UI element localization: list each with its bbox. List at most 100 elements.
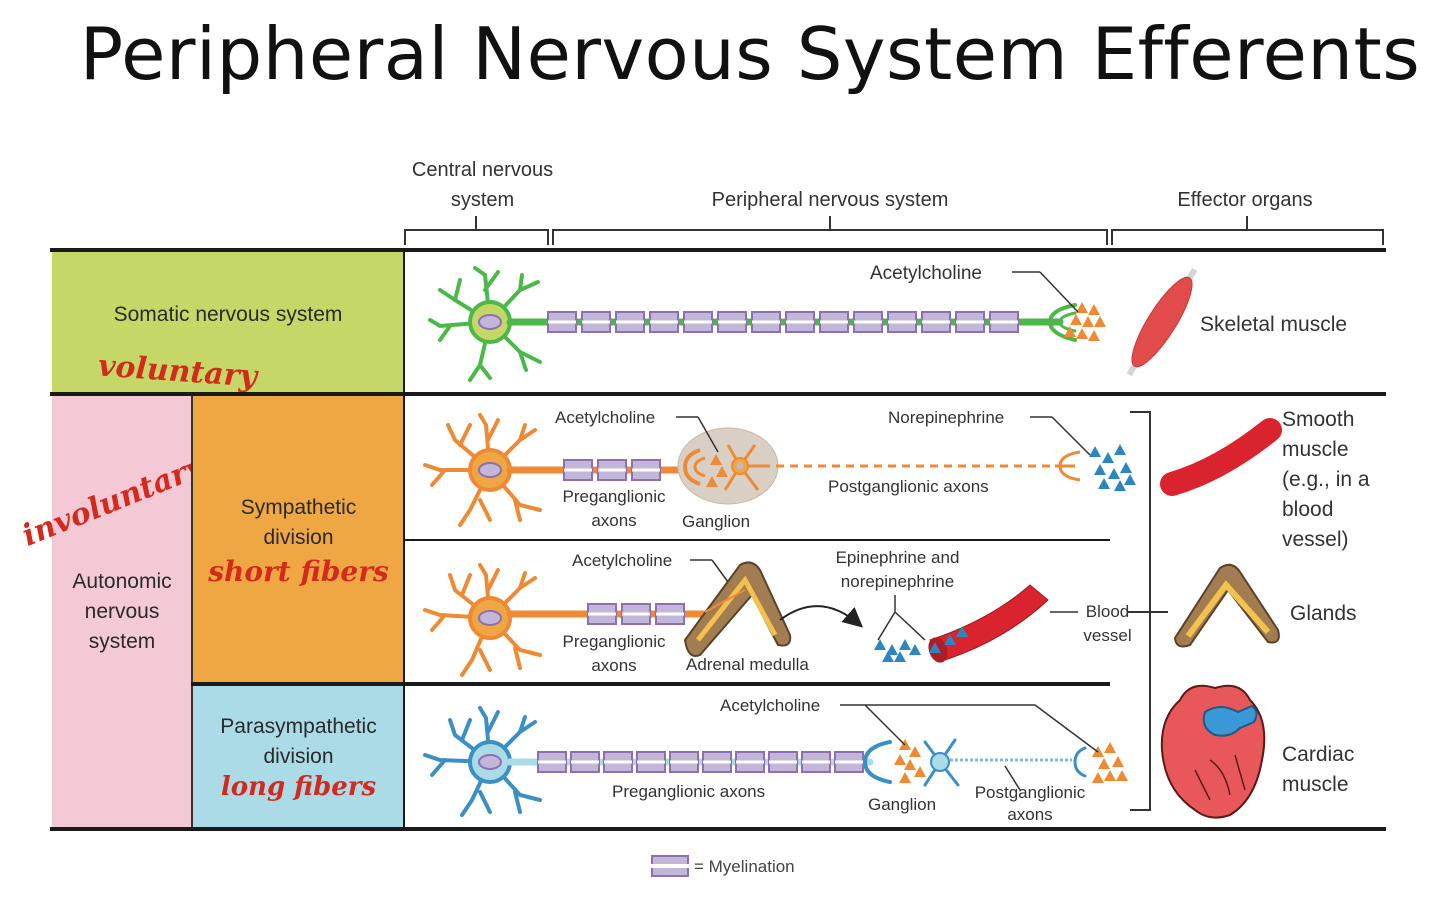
leader-line xyxy=(840,704,1099,753)
sympathetic-axon-terminal xyxy=(1055,450,1081,482)
leader-line xyxy=(877,595,926,641)
neurotransmitter-vesicle xyxy=(1092,772,1104,783)
neurotransmitter-vesicle xyxy=(899,772,911,783)
somatic-myelin-segments xyxy=(547,311,1019,333)
parasympathetic-row-label: Parasympathetic division long fibers xyxy=(191,686,404,828)
neurotransmitter-vesicle xyxy=(1102,452,1114,463)
leader-line xyxy=(1051,416,1091,456)
neurotransmitter-vesicle xyxy=(1082,316,1094,327)
column-header-pns: Peripheral nervous system xyxy=(711,189,949,211)
neurotransmitter-vesicle xyxy=(1094,316,1106,327)
neurotransmitter-vesicle xyxy=(1120,462,1132,473)
myelination-legend-label: = Myelination xyxy=(694,857,795,876)
epinephrine-label: Epinephrine and norepinephrine xyxy=(835,548,960,591)
bracket-pns xyxy=(552,216,1108,245)
sympathetic-preganglionic-label: Preganglionic axons xyxy=(562,487,666,530)
epinephrine-vesicles xyxy=(874,639,921,662)
smooth-muscle-icon xyxy=(1160,418,1282,496)
neurotransmitter-vesicle xyxy=(882,651,894,662)
page-title: Peripheral Nervous System Efferents xyxy=(79,12,1421,96)
grid-lines xyxy=(50,248,1386,831)
sympathetic-ganglion-label: Ganglion xyxy=(682,512,750,531)
sympathetic-myelin-segments xyxy=(563,459,661,481)
neurotransmitter-vesicle xyxy=(894,754,906,765)
neurotransmitter-vesicle xyxy=(1124,474,1136,485)
neurotransmitter-vesicle xyxy=(1088,304,1100,315)
adrenal-myelin-segments xyxy=(587,603,685,625)
parasympathetic-ganglion-label: Ganglion xyxy=(868,795,936,814)
bracket-effectors xyxy=(1111,216,1384,245)
autonomic-label-text: Autonomic nervous system xyxy=(72,570,172,653)
neurotransmitter-vesicle xyxy=(874,639,886,650)
bracket-cns xyxy=(404,216,549,245)
column-brackets xyxy=(404,216,1384,245)
leader-line xyxy=(711,559,729,583)
blood-vessel-icon xyxy=(928,584,1049,663)
hormone-release-arrow xyxy=(779,605,864,628)
note-short-fibers: short fibers xyxy=(208,555,389,588)
sympathetic-label-text: Sympathetic division xyxy=(240,496,357,549)
parasympathetic-postganglionic-label: Postganglionic axons xyxy=(974,783,1086,824)
neurotransmitter-vesicle xyxy=(886,644,898,655)
neurotransmitter-vesicle xyxy=(899,639,911,650)
neurotransmitter-vesicle xyxy=(706,476,718,487)
smooth-muscle-label: Smooth muscle (e.g., in a blood vessel) xyxy=(1282,408,1370,551)
neurotransmitter-vesicle xyxy=(904,759,916,770)
skeletal-muscle-label: Skeletal muscle xyxy=(1200,313,1347,336)
gland-icon xyxy=(1173,563,1280,648)
leader-line xyxy=(697,416,719,453)
sympathetic-ganglion-ach-vesicles xyxy=(706,454,728,487)
parasympathetic-ganglion-ach-vesicles xyxy=(894,739,926,783)
neurotransmitter-vesicle xyxy=(1076,328,1088,339)
cardiac-muscle-label: Cardiac muscle xyxy=(1282,743,1355,796)
neurotransmitter-vesicle xyxy=(1076,302,1088,313)
neurotransmitter-vesicle xyxy=(1070,314,1082,325)
adrenal-medulla-label: Adrenal medulla xyxy=(686,655,809,674)
neurotransmitter-vesicle xyxy=(1112,756,1124,767)
adrenal-preganglionic-label: Preganglionic axons xyxy=(562,632,666,675)
vessel-hormone-vesicles xyxy=(929,626,968,653)
neurotransmitter-vesicle xyxy=(716,466,728,477)
myelination-legend-icon xyxy=(648,855,692,877)
skeletal-muscle-icon xyxy=(1126,267,1198,377)
neurotransmitter-vesicle xyxy=(1104,770,1116,781)
somatic-acetylcholine-vesicles xyxy=(1064,302,1106,341)
neurotransmitter-vesicle xyxy=(1114,480,1126,491)
neurotransmitter-vesicle xyxy=(1064,326,1076,337)
neurotransmitter-vesicle xyxy=(1114,444,1126,455)
leader-line xyxy=(1039,271,1079,313)
neurotransmitter-vesicle xyxy=(1108,468,1120,479)
neurotransmitter-vesicle xyxy=(1088,330,1100,341)
column-header-effectors: Effector organs xyxy=(1177,189,1313,211)
column-header-cns: Central nervous system xyxy=(411,159,554,211)
somatic-ach-label: Acetylcholine xyxy=(870,263,982,284)
parasympathetic-ach-label: Acetylcholine xyxy=(720,696,820,715)
neurotransmitter-vesicle xyxy=(909,644,921,655)
leader-line xyxy=(1004,765,1021,791)
neurotransmitter-vesicle xyxy=(909,746,921,757)
parasympathetic-preganglionic-label: Preganglionic axons xyxy=(612,782,765,801)
neurotransmitter-vesicle xyxy=(1098,758,1110,769)
note-long-fibers: long fibers xyxy=(220,772,377,802)
neurotransmitter-vesicle xyxy=(1094,464,1106,475)
heart-icon xyxy=(1160,684,1266,819)
parasympathetic-myelin-segments xyxy=(537,751,864,773)
neurotransmitter-vesicle xyxy=(1104,742,1116,753)
neurotransmitter-vesicle xyxy=(956,626,968,637)
neurotransmitter-vesicle xyxy=(914,766,926,777)
neurotransmitter-vesicle xyxy=(1089,446,1101,457)
adrenal-ach-label: Acetylcholine xyxy=(572,551,672,570)
neurotransmitter-vesicle xyxy=(1116,770,1128,781)
sympathetic-ach-label: Acetylcholine xyxy=(555,408,655,427)
neurotransmitter-vesicle xyxy=(894,651,906,662)
parasympathetic-label-text: Parasympathetic division xyxy=(220,715,377,768)
neurotransmitter-vesicle xyxy=(929,642,941,653)
ganglion-icon xyxy=(677,427,779,505)
sympathetic-postganglionic-label: Postganglionic axons xyxy=(828,477,989,496)
autonomic-effector-bracket xyxy=(1128,411,1168,811)
somatic-label-text: Somatic nervous system xyxy=(113,303,343,326)
neurotransmitter-vesicle xyxy=(710,454,722,465)
blood-vessel-label: Blood vessel xyxy=(1083,602,1132,645)
adrenal-medulla-icon xyxy=(683,561,792,657)
